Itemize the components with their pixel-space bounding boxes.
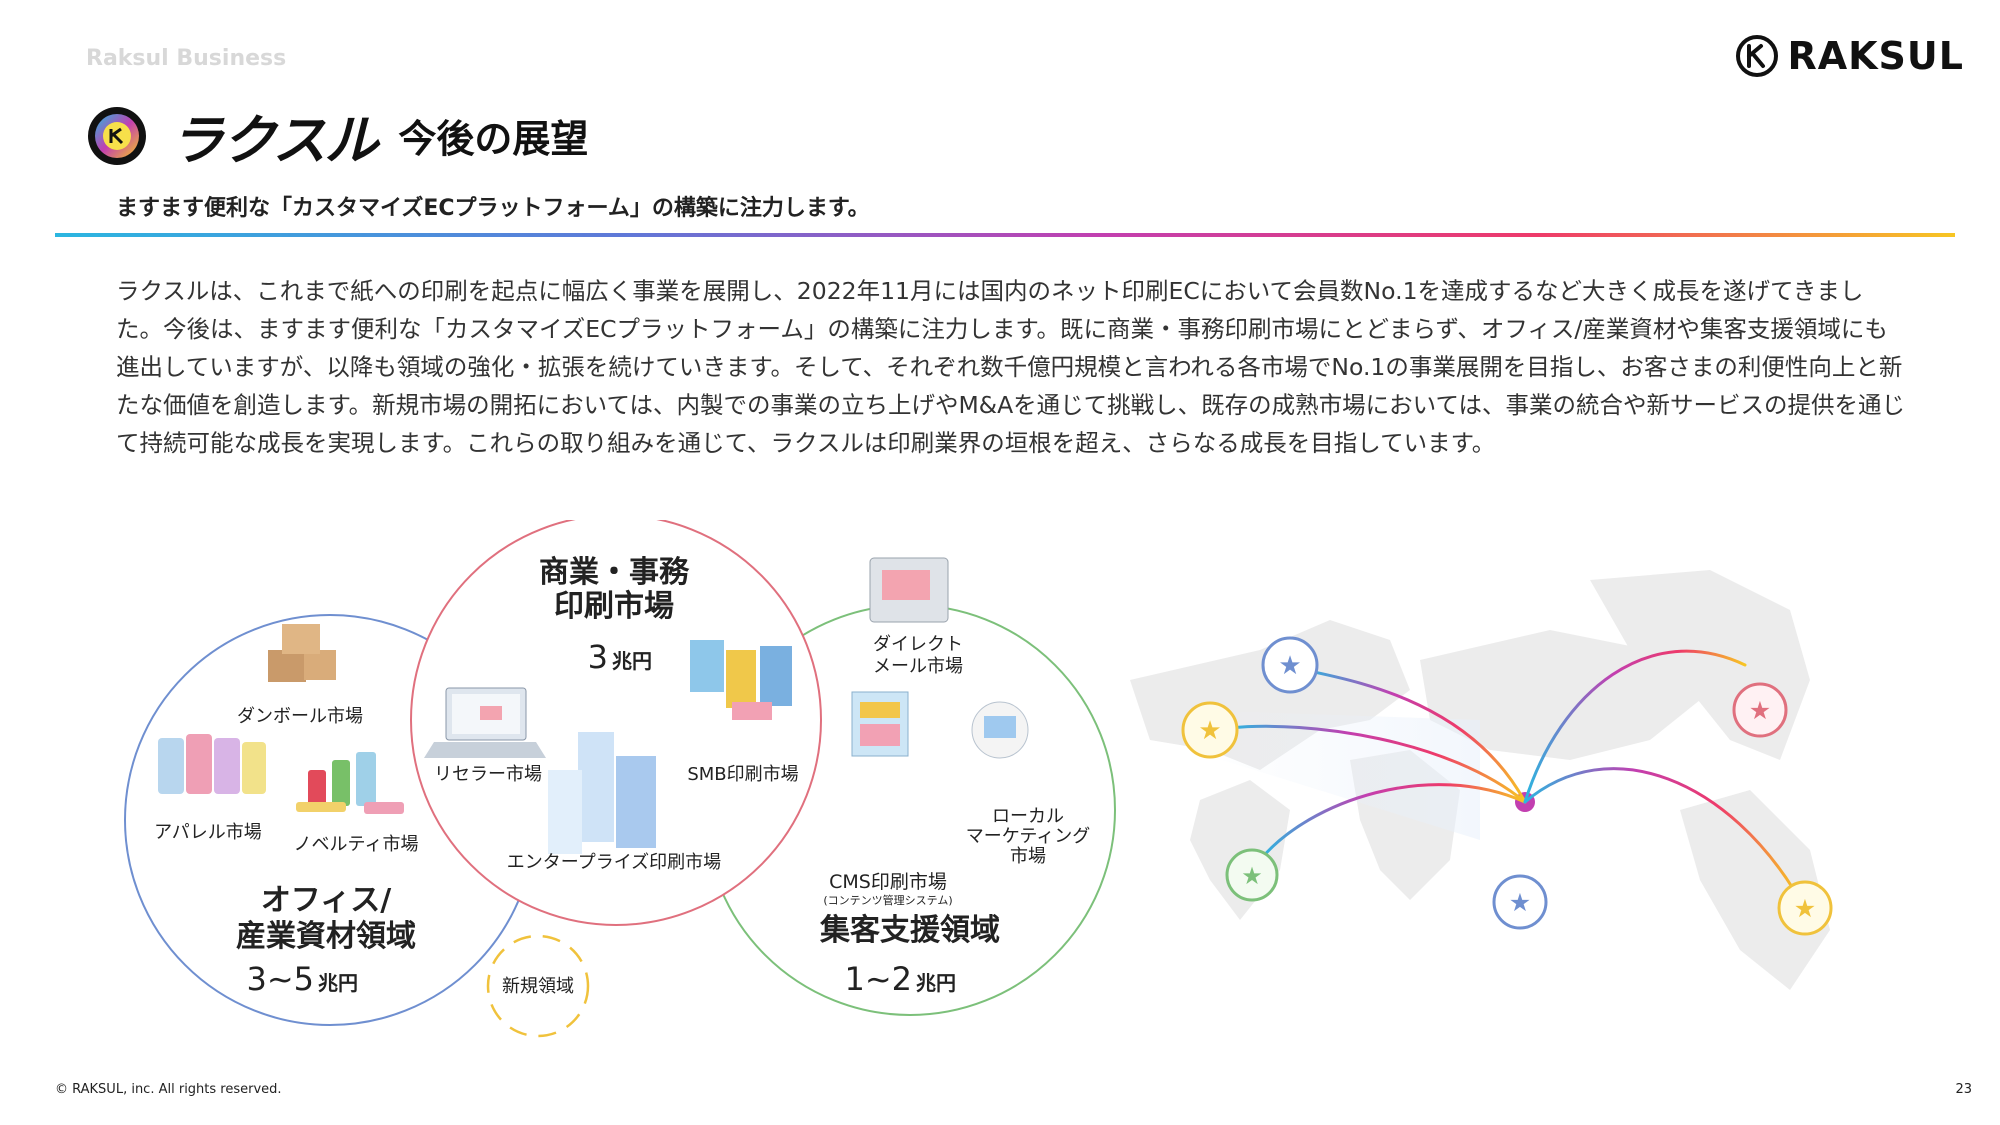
svg-text:★: ★: [1278, 651, 1301, 681]
office-area-unit: 兆円: [318, 971, 358, 995]
page-title: 今後の展望: [398, 117, 589, 161]
direct-mail-label-2: メール市場: [873, 656, 963, 677]
map-glow: [1190, 710, 1480, 840]
star-badge-north: ★: [1261, 636, 1319, 694]
svg-text:★: ★: [1198, 716, 1221, 746]
copyright: © RAKSUL, inc. All rights reserved.: [55, 1082, 282, 1097]
svg-text:★: ★: [1509, 888, 1531, 917]
novelty-market-label: ノベルティ市場: [294, 834, 419, 855]
direct-mail-label-1: ダイレクト: [873, 634, 963, 655]
arrow-to-west: [1228, 724, 1527, 804]
title-row: ラクスル 今後の展望: [86, 96, 588, 175]
eurasia-shape: [1420, 630, 1700, 760]
new-area-circle: [486, 934, 590, 1038]
cms-note-label: (コンテンツ管理システム): [823, 893, 952, 907]
office-area-title-1: オフィス/: [261, 883, 391, 918]
star-badge-northeast: ★: [1732, 682, 1788, 738]
arrow-to-north: [1303, 668, 1527, 804]
svg-text:★: ★: [1749, 696, 1771, 725]
body-paragraph-text: ラクスルは、これまで紙への印刷を起点に幅広く事業を展開し、2022年11月には国…: [116, 277, 1905, 457]
print-market-circle: [410, 520, 822, 926]
raksul-logo: RAKSUL: [1735, 34, 1964, 78]
local-marketing-label-3: 市場: [1010, 846, 1046, 867]
office-area-size: 3~5: [246, 960, 314, 998]
raksul-logo-text: RAKSUL: [1787, 34, 1964, 78]
arrow-to-southwest: [1258, 783, 1527, 862]
brand-caption: Raksul Business: [86, 46, 287, 71]
southeast-landmass-shape: [1680, 790, 1830, 990]
print-market-title-1: 商業・事務: [539, 555, 690, 590]
world-expansion-map: ★ ★ ★ ★ ★ ★: [1130, 570, 1833, 990]
direct-mail-machine-icon: [869, 557, 949, 623]
arrow-to-northeast: [1523, 649, 1747, 804]
cardboard-market-label: ダンボール市場: [237, 706, 363, 727]
marketing-area-unit: 兆円: [916, 971, 956, 995]
local-marketing-label-2: マーケティング: [966, 826, 1091, 847]
marketing-area-size: 1~2: [844, 960, 912, 998]
apparel-market-label: アパレル市場: [154, 822, 262, 843]
arrow-to-southeast: [1523, 767, 1802, 902]
local-marketing-icon: [971, 701, 1029, 759]
cms-print-icon: [851, 691, 909, 757]
office-buildings-icon: [548, 732, 656, 854]
star-badge-southwest: ★: [1225, 848, 1279, 902]
expansion-arrows: [1228, 649, 1802, 902]
new-area-label: 新規領域: [502, 976, 574, 997]
market-diagram: ダンボール市場 アパレル市場 ノベルティ市場 オフィス/ 産業資材領域 3~5 …: [124, 520, 1116, 1038]
apparel-icon: [158, 734, 266, 794]
smb-print-market-label: SMB印刷市場: [687, 764, 798, 785]
south-america-shape: [1190, 780, 1290, 920]
raksul-logotype: ラクスル: [170, 109, 378, 172]
laptop-icon: [424, 687, 546, 758]
svg-text:★: ★: [1794, 894, 1816, 923]
star-badge-southeast: ★: [1777, 880, 1833, 936]
page-number: 23: [1955, 1082, 1972, 1097]
novelty-goods-icon: [296, 752, 404, 814]
star-badge-south: ★: [1492, 874, 1548, 930]
office-area-title-2: 産業資材領域: [236, 919, 416, 954]
raksul-round-badge-icon: [88, 106, 146, 165]
raksul-mark-icon: [1736, 35, 1779, 77]
print-market-unit: 兆円: [612, 649, 652, 673]
local-marketing-label-1: ローカル: [992, 806, 1064, 827]
print-market-size: 3: [588, 638, 608, 676]
enterprise-print-market-label: エンタープライズ印刷市場: [507, 852, 721, 873]
reseller-market-label: リセラー市場: [434, 764, 542, 785]
cardboard-box-icon: [268, 624, 336, 682]
marketing-area-title: 集客支援領域: [819, 913, 1000, 948]
star-badge-west: ★: [1181, 701, 1239, 759]
print-market-title-2: 印刷市場: [554, 589, 674, 624]
svg-text:★: ★: [1241, 862, 1263, 890]
printed-materials-icon: [690, 640, 792, 720]
gradient-divider: [55, 233, 1955, 237]
subtitle: ますます便利な「カスタマイズECプラットフォーム」の構築に注力します。: [116, 196, 870, 221]
body-paragraph: ラクスルは、これまで紙への印刷を起点に幅広く事業を展開し、2022年11月には国…: [116, 272, 1906, 462]
cms-print-market-label: CMS印刷市場: [829, 871, 947, 893]
